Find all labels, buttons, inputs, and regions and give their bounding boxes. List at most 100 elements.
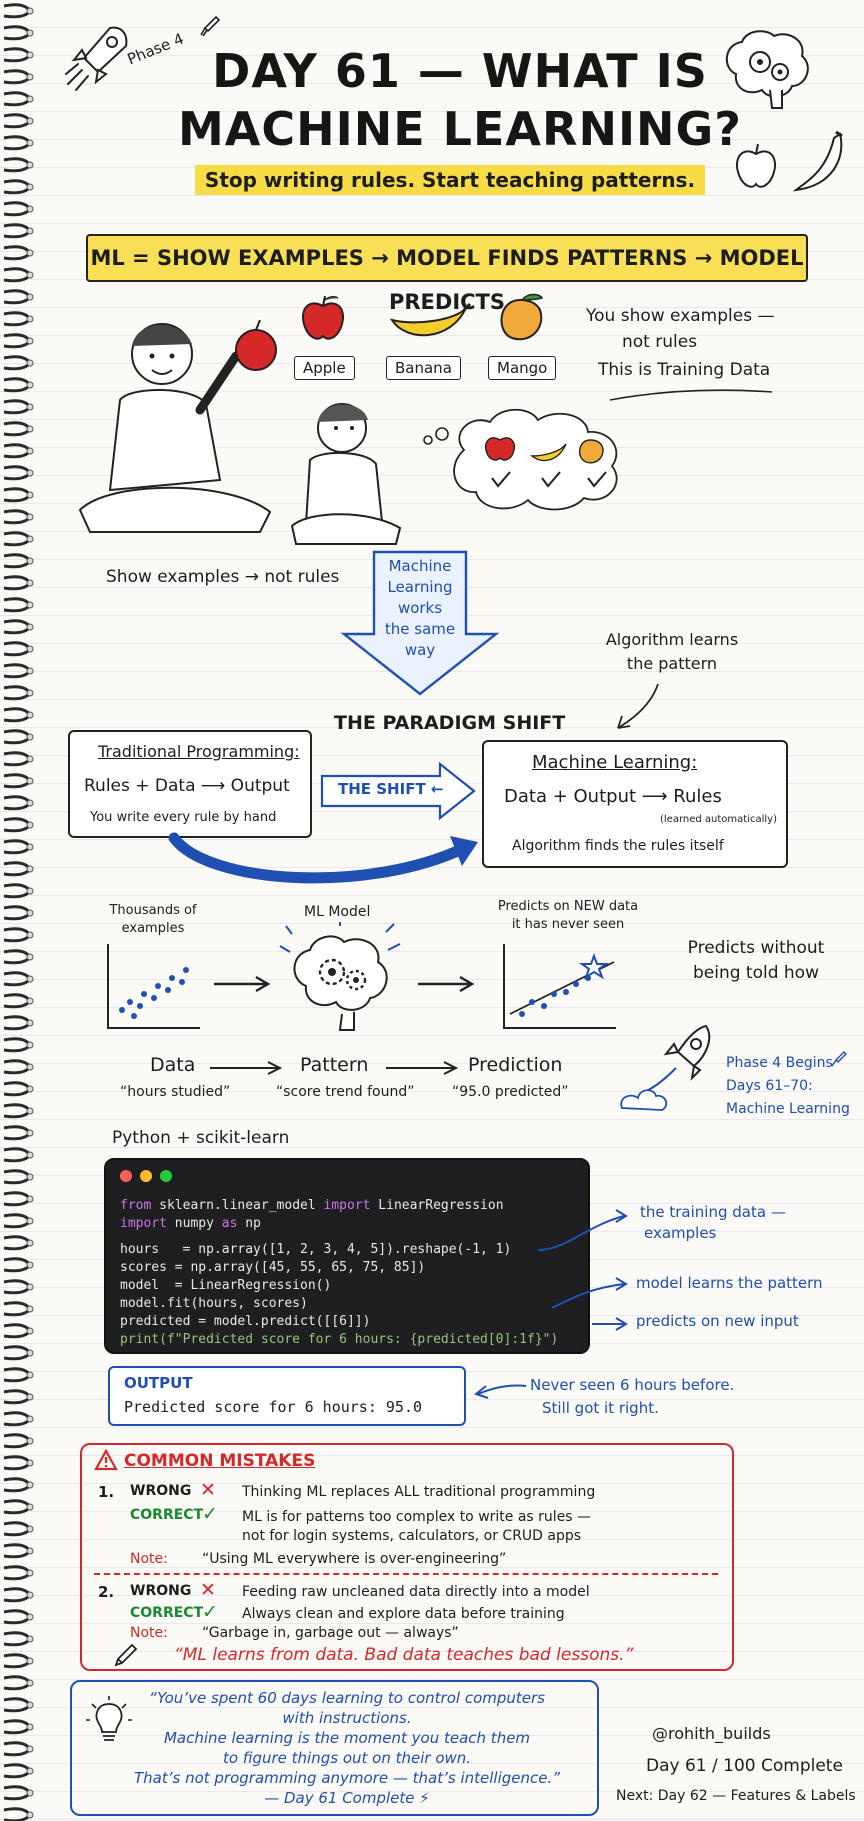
correct-label: CORRECT — [130, 1605, 204, 1621]
code-line-3: hours = np.array([1, 2, 3, 4, 5]).reshap… — [120, 1242, 512, 1257]
mistakes-title: COMMON MISTAKES — [124, 1451, 316, 1471]
parent-child-illustration — [78, 319, 402, 545]
code-line-6: model.fit(hours, scores) — [120, 1296, 308, 1311]
apple-icon — [736, 143, 776, 188]
scatter-data-icon — [107, 944, 200, 1029]
examples-note-line2: not rules — [622, 332, 698, 352]
warning-icon — [94, 1449, 118, 1471]
fruit-label-apple: Apple — [294, 356, 355, 380]
common-mistakes-box: COMMON MISTAKES 1. WRONG ✕ Thinking ML r… — [80, 1443, 734, 1671]
annotation-model-learns: model learns the pattern — [636, 1274, 823, 1292]
mistakes-divider — [94, 1573, 718, 1575]
correct-label: CORRECT — [130, 1507, 204, 1523]
next-day-text: Next: Day 62 — Features & Labels — [616, 1788, 856, 1804]
fruit-label-mango: Mango — [488, 356, 557, 380]
pointer-arrow — [617, 683, 659, 729]
author-handle: @rohith_builds — [652, 1724, 771, 1743]
correct-check-icon: ✓ — [202, 1601, 218, 1623]
examples-caption: Show examples → not rules — [106, 567, 340, 587]
mango-icon — [500, 293, 544, 341]
apple-icon — [302, 295, 344, 340]
quote-box: “You’ve spent 60 days learning to contro… — [70, 1680, 599, 1816]
machine-learning-box: Machine Learning: Data + Output ⟶ Rules … — [482, 740, 788, 868]
wrong-x-icon: ✕ — [200, 1579, 216, 1601]
paradigm-title: THE PARADIGM SHIFT — [334, 712, 566, 734]
code-editor: from sklearn.linear_model import LinearR… — [104, 1158, 590, 1354]
rocket-icon — [65, 26, 128, 91]
fruit-label-banana: Banana — [386, 356, 461, 380]
mistake-1-note: “Using ML everywhere is over-engineering… — [202, 1551, 507, 1567]
quote-text: “You’ve spent 60 days learning to contro… — [133, 1689, 561, 1807]
lightbulb-icon — [86, 1696, 132, 1741]
shift-arrow — [320, 762, 476, 820]
underline-stroke — [609, 389, 773, 401]
stage-prediction-sub: “95.0 predicted” — [452, 1084, 569, 1100]
page-title-line1: DAY 61 — WHAT IS — [212, 44, 708, 98]
code-heading: Python + scikit-learn — [112, 1128, 290, 1148]
stage-data-sub: “hours studied” — [120, 1084, 231, 1100]
mistake-2-number: 2. — [98, 1583, 115, 1601]
code-line-1: from sklearn.linear_model import LinearR… — [120, 1198, 504, 1213]
code-line-4: scores = np.array([45, 55, 65, 75, 85]) — [120, 1260, 426, 1275]
prediction-chart-icon — [503, 944, 616, 1029]
code-line-2: import numpy as np — [120, 1216, 261, 1231]
arrow-right-icon — [386, 1061, 459, 1075]
mistake-2-correct: Always clean and explore data before tra… — [242, 1606, 565, 1622]
code-line-7: predicted = model.predict([[6]]) — [120, 1314, 371, 1329]
wrong-label: WRONG — [130, 1583, 192, 1599]
mistake-1-correct: ML is for patterns too complex to write … — [242, 1509, 592, 1544]
stage-pattern: Pattern — [300, 1054, 369, 1076]
output-pointer-arrow — [473, 1384, 527, 1399]
output-box: OUTPUT Predicted score for 6 hours: 95.0 — [108, 1366, 466, 1426]
down-arrow-text: Machine Learning works the same way — [384, 557, 456, 659]
maximize-dot-icon — [160, 1170, 172, 1182]
close-dot-icon — [120, 1170, 132, 1182]
note-label: Note: — [130, 1551, 168, 1567]
banana-icon — [792, 130, 843, 192]
correct-check-icon: ✓ — [202, 1503, 218, 1525]
stage-prediction: Prediction — [468, 1054, 563, 1076]
code-line-8: print(f"Predicted score for 6 hours: {pr… — [120, 1332, 559, 1347]
arrow-right-icon — [214, 975, 271, 993]
code-annotation-arrows — [537, 1209, 628, 1331]
progress-text: Day 61 / 100 Complete — [646, 1756, 843, 1776]
traditional-programming-box: Traditional Programming: Rules + Data ⟶ … — [68, 730, 312, 838]
launching-rocket-icon — [620, 1024, 711, 1111]
mistake-2-wrong: Feeding raw uncleaned data directly into… — [242, 1584, 590, 1600]
wrong-x-icon: ✕ — [200, 1479, 216, 1501]
banana-icon — [389, 302, 472, 337]
arrow-right-icon — [418, 975, 475, 993]
annotation-training-data: the training data —examples — [640, 1203, 786, 1242]
thought-bubble — [423, 408, 618, 511]
code-line-5: model = LinearRegression() — [120, 1278, 332, 1293]
output-note: Never seen 6 hours before.Still got it r… — [530, 1376, 735, 1417]
mistake-1-number: 1. — [98, 1483, 115, 1501]
small-rocket-icon — [200, 15, 221, 37]
mistake-2-note: “Garbage in, garbage out — always” — [202, 1625, 459, 1641]
minimize-dot-icon — [140, 1170, 152, 1182]
page-title-line2: MACHINE LEARNING? — [178, 102, 742, 156]
note-label: Note: — [130, 1625, 168, 1641]
shift-label: THE SHIFT ← — [338, 780, 444, 798]
examples-note-line1: You show examples — — [586, 306, 775, 326]
mistakes-motto: “ML learns from data. Bad data teaches b… — [174, 1645, 634, 1665]
algorithm-note: Algorithm learns the pattern — [605, 630, 739, 673]
model-top-label: ML Model — [304, 904, 371, 920]
stage-pattern-sub: “score trend found” — [276, 1084, 415, 1100]
small-rocket-icon — [831, 1051, 847, 1067]
ml-model-brain-icon — [279, 922, 401, 1031]
down-arrow-graphic — [340, 550, 500, 696]
ml-summary-banner: ML = SHOW EXAMPLES → MODEL FINDS PATTERN… — [86, 234, 808, 314]
arrow-right-icon — [210, 1061, 283, 1075]
spiral-binding — [0, 0, 38, 1821]
brain-gears-icon — [726, 30, 809, 109]
pencil-icon — [114, 1643, 138, 1667]
wrong-label: WRONG — [130, 1483, 192, 1499]
annotation-predicts: predicts on new input — [636, 1312, 799, 1330]
examples-note-line3: This is Training Data — [598, 360, 771, 380]
curved-shift-arrow — [168, 832, 478, 884]
